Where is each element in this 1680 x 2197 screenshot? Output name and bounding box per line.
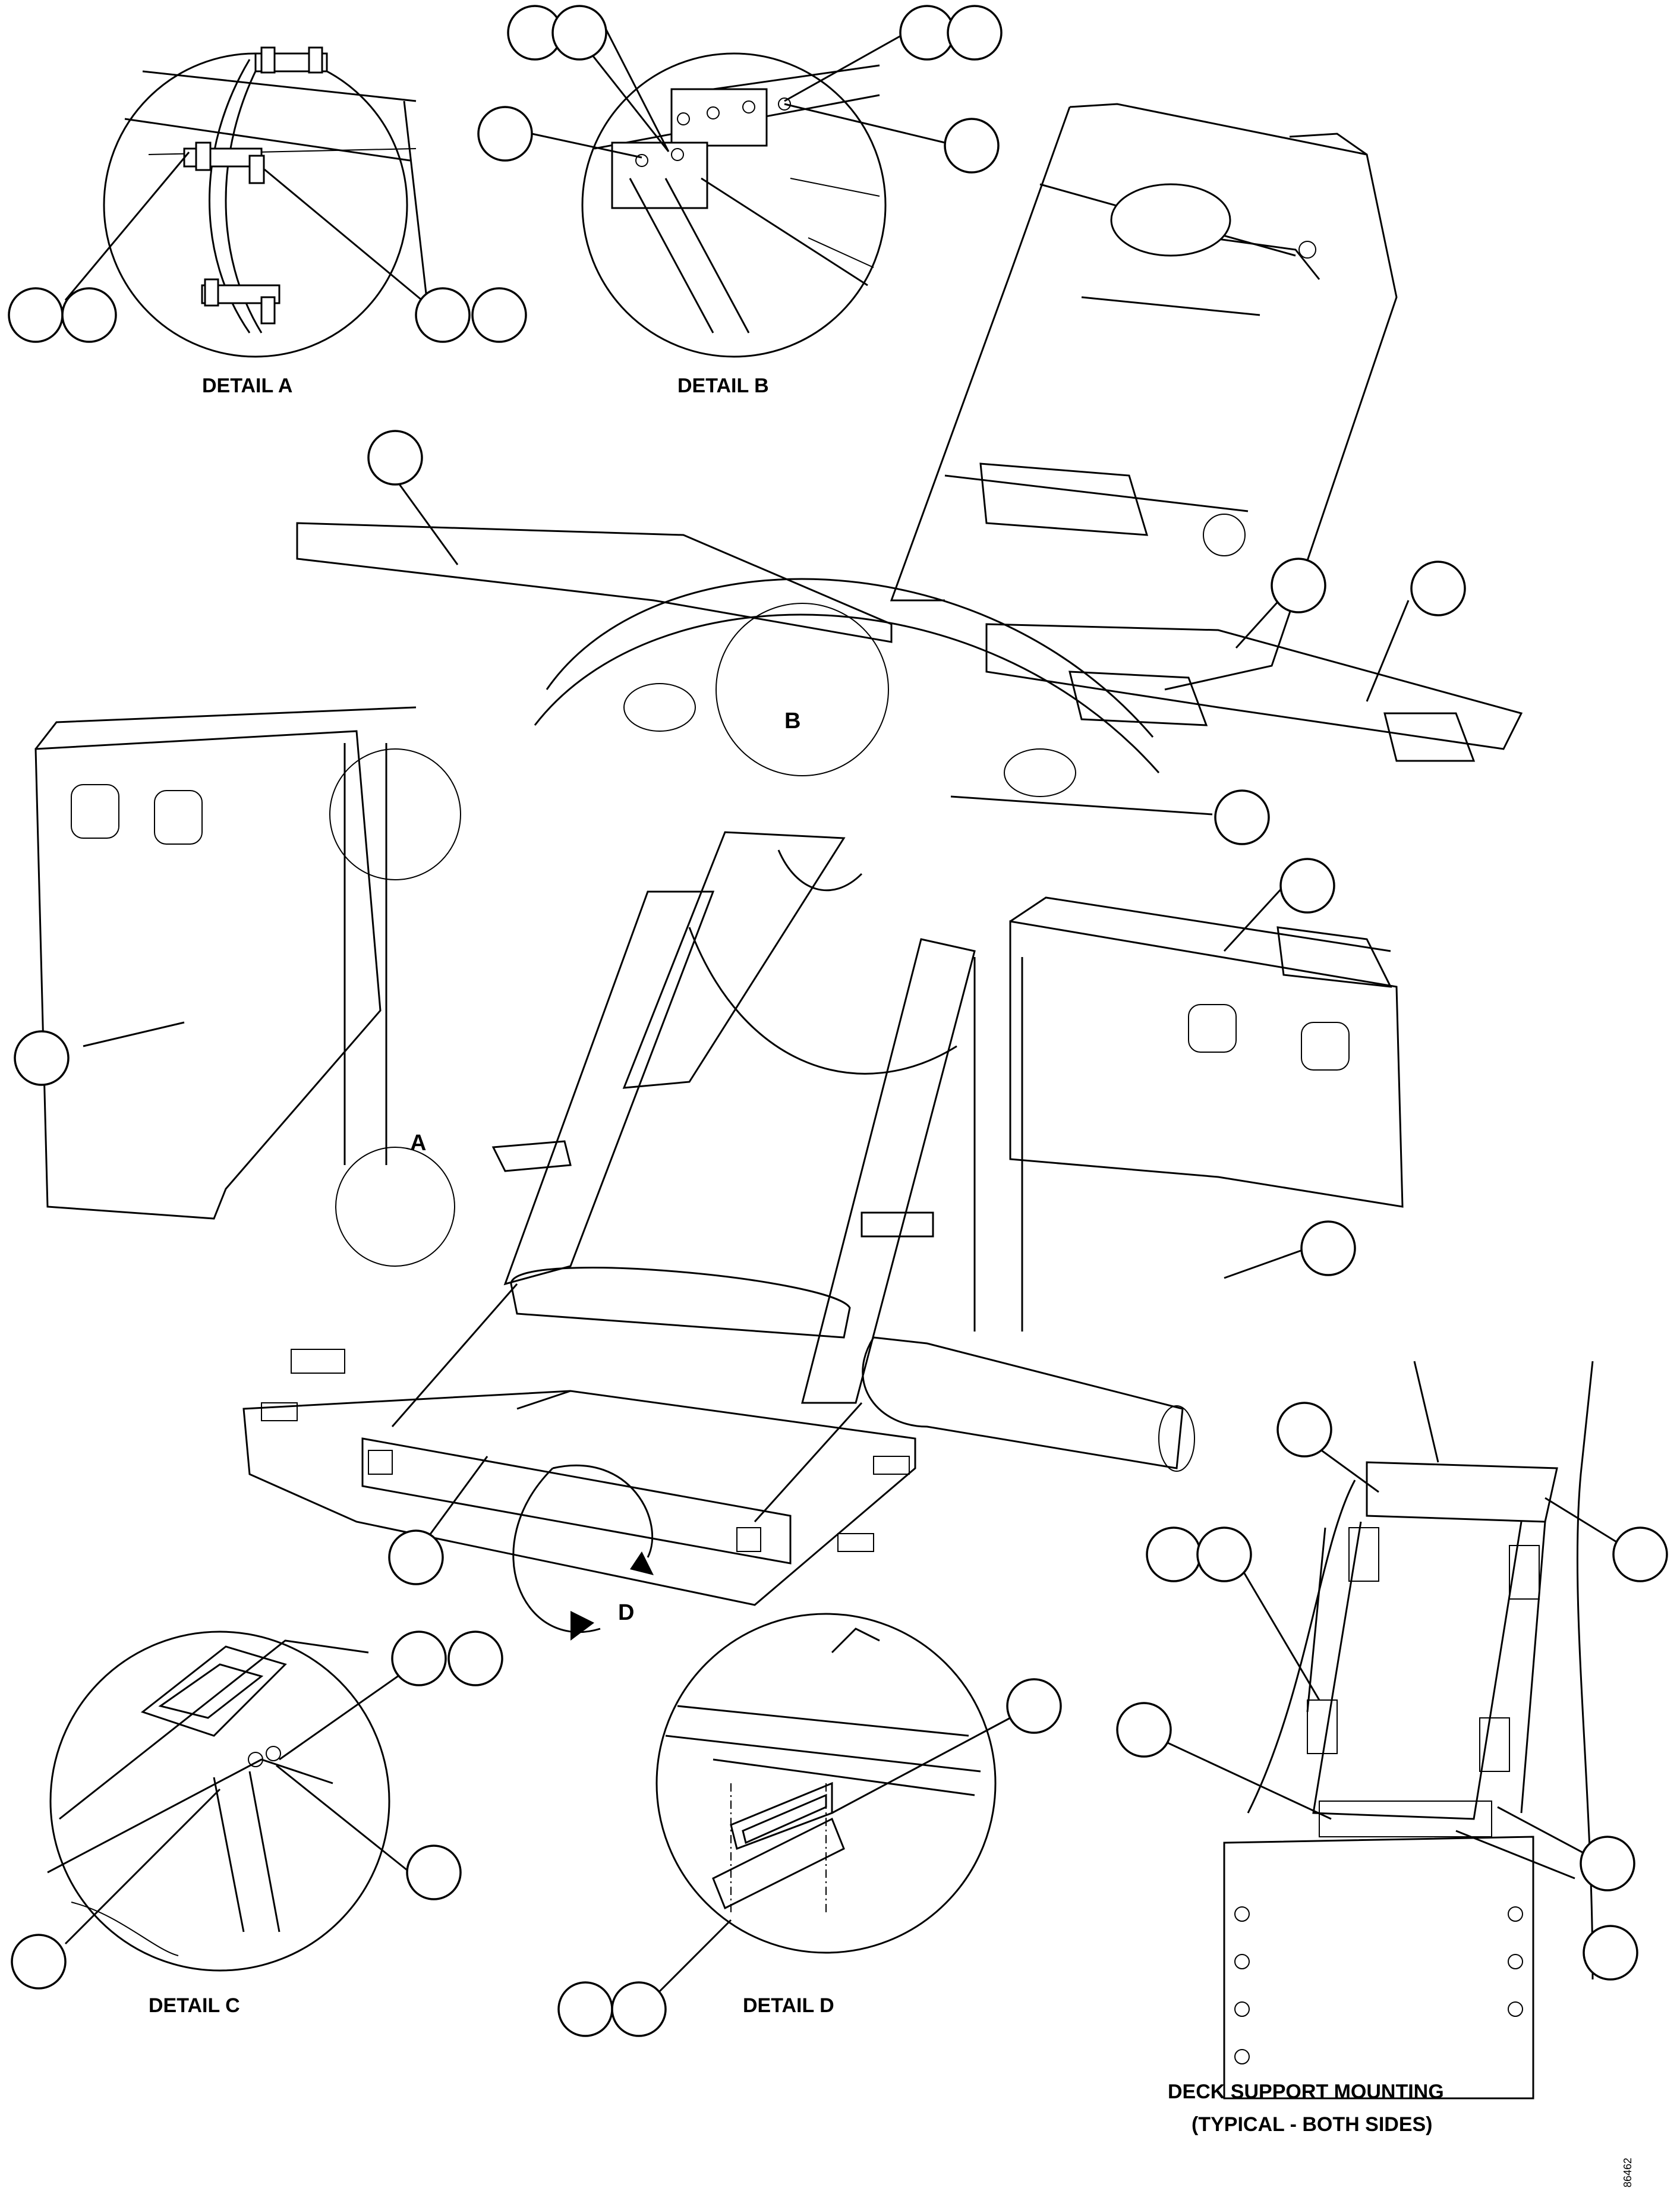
detail-b-marker: B xyxy=(784,709,800,734)
detail-d-view: DETAIL D xyxy=(557,1613,1062,2037)
detail-a-view: DETAIL A xyxy=(8,46,527,397)
detail-a-marker: A xyxy=(410,1131,426,1156)
detail-d-marker: D xyxy=(618,1600,634,1625)
main-frame-assembly: B A D xyxy=(14,103,1523,1641)
detail-b-view: DETAIL B xyxy=(477,5,1003,397)
detail-b-caption: DETAIL B xyxy=(677,374,769,397)
figure-id: 86462 xyxy=(1622,2158,1634,2187)
detail-a-caption: DETAIL A xyxy=(202,374,292,397)
detail-d-caption: DETAIL D xyxy=(743,1994,834,2017)
detail-c-caption: DETAIL C xyxy=(149,1994,240,2017)
deck-support-mounting-view: DECK SUPPORT MOUNTING (TYPICAL - BOTH SI… xyxy=(1116,1361,1668,2136)
deck-support-caption: DECK SUPPORT MOUNTING xyxy=(1168,2080,1444,2103)
detail-c-view: DETAIL C xyxy=(11,1631,503,2017)
deck-support-subcaption: (TYPICAL - BOTH SIDES) xyxy=(1192,2113,1433,2136)
